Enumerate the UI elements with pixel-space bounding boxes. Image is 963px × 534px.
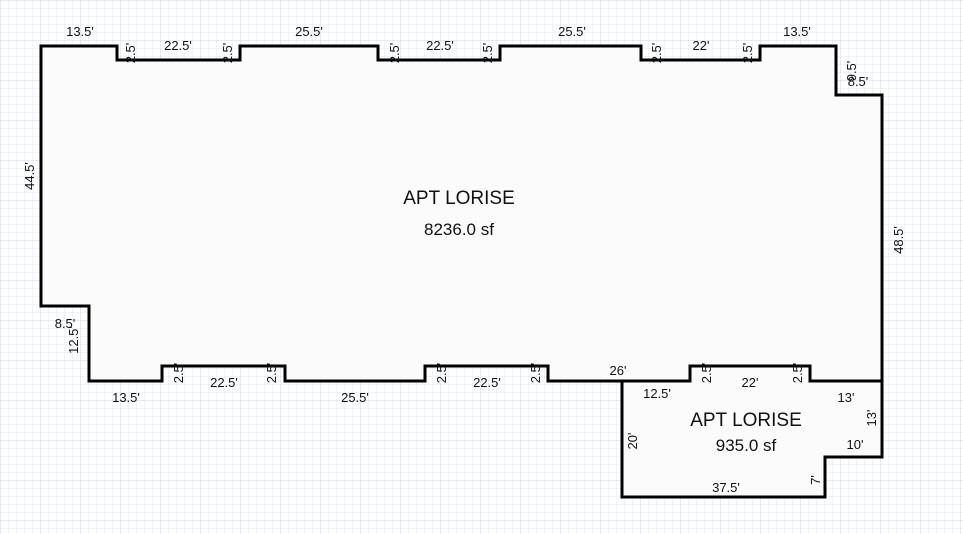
dim-label: 26' (610, 363, 627, 378)
dim-label: 37.5' (712, 480, 740, 495)
dim-label: 2.5' (790, 363, 805, 384)
dim-label: 13.5' (112, 390, 140, 405)
dim-label: 13' (864, 410, 879, 427)
dim-label: 22' (693, 38, 710, 53)
dim-label: 12.5' (66, 326, 81, 354)
small-room-outline[interactable] (620, 364, 884, 499)
dim-label: 22.5' (210, 375, 238, 390)
dim-label: 8.5' (848, 74, 869, 89)
main-room-outline[interactable] (39, 44, 884, 383)
dim-label: 13' (838, 390, 855, 405)
dim-label: 25.5' (295, 24, 323, 39)
dim-label: 2.5' (123, 43, 138, 64)
dim-label: 7' (808, 475, 823, 485)
dim-label: 2.5' (699, 363, 714, 384)
dim-label: 2.5' (220, 43, 235, 64)
dim-label: 22' (742, 375, 759, 390)
dim-label: 48.5' (891, 226, 906, 254)
dim-label: 2.5' (740, 43, 755, 64)
dim-label: 22.5' (473, 375, 501, 390)
dim-label: 13.5' (66, 24, 94, 39)
dim-label: 44.5' (22, 162, 37, 190)
dim-label: 2.5' (649, 43, 664, 64)
dim-label: 25.5' (558, 24, 586, 39)
dim-label: 2.5' (264, 363, 279, 384)
main-room-name: APT LORISE (403, 188, 515, 209)
dim-label: 2.5' (387, 43, 402, 64)
dim-label: 20' (625, 433, 640, 450)
dim-label: 12.5' (643, 386, 671, 401)
dim-label: 2.5' (171, 363, 186, 384)
dim-label: 25.5' (341, 390, 369, 405)
dim-label: 9.5' (844, 61, 859, 82)
small-room-name: APT LORISE (690, 410, 802, 431)
dim-label: 8.5' (55, 316, 76, 331)
small-room-area: 935.0 sf (716, 436, 777, 455)
main-room-area: 8236.0 sf (424, 220, 494, 239)
dim-label: 22.5' (426, 38, 454, 53)
dim-label: 2.5' (480, 43, 495, 64)
dim-label: 2.5' (434, 363, 449, 384)
dim-label: 22.5' (164, 38, 192, 53)
dim-label: 13.5' (783, 24, 811, 39)
dim-label: 10' (847, 437, 864, 452)
dim-label: 2.5' (528, 363, 543, 384)
